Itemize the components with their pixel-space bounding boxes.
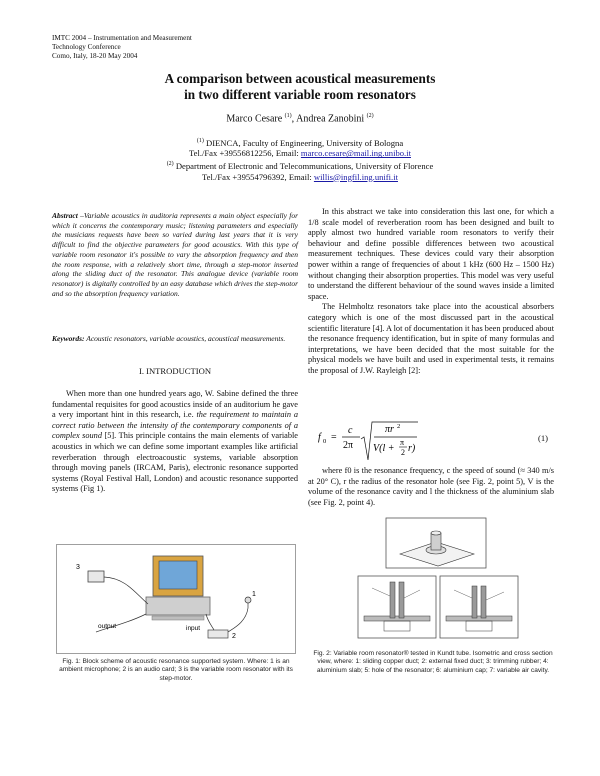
section-heading-introduction: I. INTRODUCTION — [138, 366, 212, 376]
formula-pi-r: πr — [385, 424, 394, 435]
formula-square: 2 — [397, 423, 400, 430]
monitor-screen — [158, 560, 198, 590]
paper-title: A comparison between acoustical measurem… — [0, 71, 600, 103]
affiliation-1-text: DIENCA, Faculty of Engineering, Universi… — [203, 137, 404, 148]
affiliations: (1) DIENCA, Faculty of Engineering, Univ… — [0, 136, 600, 182]
header-line-1: IMTC 2004 – Instrumentation and Measurem… — [52, 34, 192, 42]
input-label: input — [186, 625, 200, 632]
formula-r-close: r) — [408, 443, 416, 454]
author-1-affil: (1) — [284, 113, 292, 119]
intro-text-a: When more than one hundred years ago, W.… — [52, 389, 298, 420]
keywords-text: Acoustic resonators, variable acoustics,… — [84, 334, 286, 343]
affiliation-1: (1) DIENCA, Faculty of Engineering, Univ… — [0, 136, 600, 148]
audio-card — [207, 629, 229, 639]
keywords: Keywords: Acoustic resonators, variable … — [52, 334, 298, 344]
formula-c: c — [348, 425, 353, 436]
formula-f: f — [318, 432, 322, 443]
equation-number: (1) — [538, 433, 549, 443]
formula-equals: = — [331, 432, 337, 443]
right-paragraph-2: The Helmholtz resonators take place into… — [308, 302, 554, 375]
affiliation-2: (2) Department of Electronic and Telecom… — [0, 159, 600, 171]
intro-paragraph: When more than one hundred years ago, W.… — [52, 389, 298, 495]
abstract: Abstract –Variable acoustics in auditori… — [52, 211, 298, 298]
contact-1-tel: Tel./Fax +39556812256, Email: — [189, 148, 301, 159]
contact-1: Tel./Fax +39556812256, Email: marco.cesa… — [0, 148, 600, 159]
intro-text-italic: the requirement to maintain a correct ra… — [52, 410, 298, 441]
intro-text-b: [5]. This principle contains the main el… — [52, 431, 298, 494]
formula-volume: V(l + — [373, 443, 394, 454]
abstract-label: Abstract — [52, 211, 78, 220]
conference-header: IMTC 2004 – Instrumentation and Measurem… — [52, 34, 192, 61]
author-2-affil: (2) — [366, 113, 374, 119]
cross-section-view-1 — [357, 575, 437, 639]
figure-1-caption: Fig. 1: Block scheme of acoustic resonan… — [59, 658, 293, 682]
right-paragraph-1: In this abstract we take into considerat… — [308, 207, 554, 301]
figure-2-caption: Fig. 2: Variable room resonator® tested … — [313, 650, 553, 674]
sliding-duct-isometric — [430, 532, 442, 551]
title-line-2: in two different variable room resonator… — [184, 87, 416, 102]
variable-room-resonator — [87, 570, 105, 583]
header-line-2: Technology Conference — [52, 43, 121, 51]
formula-two: 2 — [401, 448, 405, 457]
email-link-2[interactable]: willis@ingfil.ing.unifi.it — [313, 171, 398, 182]
rayleigh-formula: f 0 = c 2π πr 2 V(l + π 2 r) — [318, 421, 418, 461]
figure-1-block-scheme: 3 2 input 1 output — [56, 544, 296, 654]
affiliation-2-mark: (2) — [166, 161, 174, 168]
affiliation-1-mark: (1) — [196, 138, 204, 144]
author-list: Marco Cesare (1), Andrea Zanobini (2) — [0, 113, 600, 124]
formula-pi: π — [400, 438, 404, 447]
output-label: output — [98, 623, 116, 630]
header-line-3: Como, Italy, 18-20 May 2004 — [52, 52, 138, 60]
figure-2-resonator-views — [357, 517, 519, 639]
right-column-top: In this abstract we take into considerat… — [308, 207, 554, 377]
affiliation-2-text: Department of Electronic and Telecommuni… — [173, 160, 434, 171]
email-link-1[interactable]: marco.cesare@mail.ing.unibo.it — [300, 148, 411, 159]
title-line-1: A comparison between acoustical measurem… — [164, 71, 436, 86]
abstract-text: –Variable acoustics in auditoria represe… — [52, 211, 298, 298]
formula-2pi: 2π — [343, 440, 353, 451]
computer-base — [145, 596, 211, 616]
figure-1-label-1: 1 — [252, 591, 256, 598]
author-2: Andrea Zanobini — [296, 113, 365, 125]
author-separator: , — [291, 113, 297, 125]
figure-1-label-3: 3 — [76, 564, 80, 571]
ambient-microphone — [244, 596, 252, 604]
cross-section-view-2 — [439, 575, 519, 639]
formula-f-sub: 0 — [323, 438, 326, 445]
right-paragraph-3: where f0 is the resonance frequency, c t… — [308, 466, 554, 507]
contact-2: Tel./Fax +39554796392, Email: willis@ing… — [0, 172, 600, 183]
contact-2-tel: Tel./Fax +39554796392, Email: — [202, 171, 314, 182]
formula-sqrt — [360, 421, 418, 461]
keywords-label: Keywords: — [52, 334, 85, 343]
figure-1-label-2: 2 — [232, 633, 236, 640]
author-1: Marco Cesare — [226, 113, 283, 125]
